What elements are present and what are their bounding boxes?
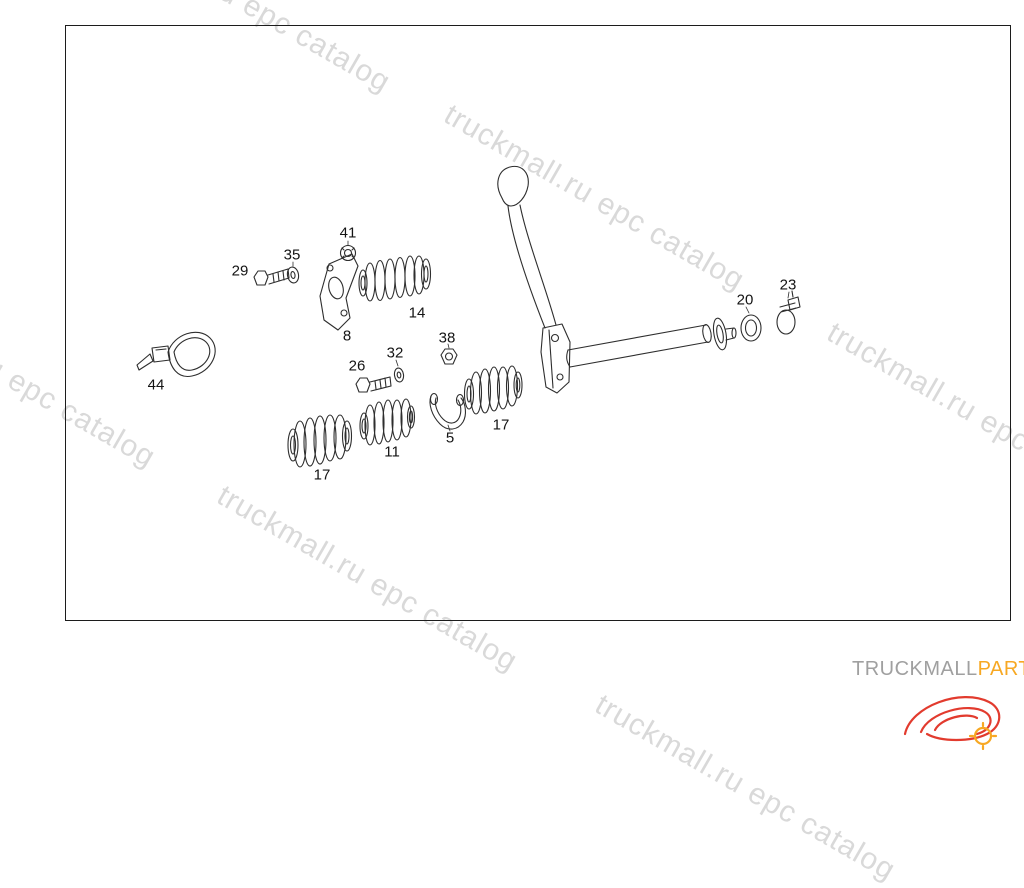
parts-drawing <box>136 165 801 468</box>
part-17-right-bellows <box>463 365 523 415</box>
logo-suffix-text: PARTS <box>977 658 1024 680</box>
part-label-5: 5 <box>445 429 455 447</box>
part-17-left-bellows <box>287 414 353 468</box>
part-23-clamp <box>776 290 801 335</box>
part-label-11: 11 <box>384 443 400 461</box>
leader-38 <box>447 343 450 349</box>
part-29-bolt <box>253 268 290 286</box>
part-5-bracket <box>429 392 466 430</box>
part-label-44: 44 <box>147 376 165 394</box>
part-label-29: 29 <box>231 262 249 280</box>
part-label-41: 41 <box>339 224 357 242</box>
part-label-38: 38 <box>438 329 456 347</box>
part-label-17-right: 17 <box>492 416 510 434</box>
leader-23 <box>787 291 790 299</box>
part-label-32: 32 <box>386 344 404 362</box>
part-label-14: 14 <box>408 304 426 322</box>
part-label-23: 23 <box>779 276 797 294</box>
logo-text: TRUCKMALLPARTS <box>852 658 1024 681</box>
part-8-gasket-plate <box>319 253 359 331</box>
logo-brand-text: TRUCKMALL <box>852 658 978 680</box>
part-label-26: 26 <box>348 357 366 375</box>
part-14-bellows <box>358 255 432 302</box>
part-label-8: 8 <box>342 327 352 345</box>
part-35-washer <box>286 266 300 284</box>
part-38-nut <box>440 348 458 365</box>
part-26-bolt <box>355 376 392 393</box>
part-11-bellows <box>359 398 416 446</box>
diagram-frame <box>65 25 1011 621</box>
site-logo: TRUCKMALLPARTS <box>852 658 1024 681</box>
part-label-35: 35 <box>283 246 301 264</box>
logo-swirl-icon <box>903 696 1001 750</box>
leader-32 <box>395 359 399 367</box>
part-label-17-left: 17 <box>313 466 331 484</box>
part-20-ring <box>740 314 762 342</box>
part-44-cable-tie <box>136 331 216 378</box>
shift-lever-assembly <box>497 165 737 394</box>
part-label-20: 20 <box>736 291 754 309</box>
leader-20 <box>745 306 750 314</box>
leader-5 <box>447 424 451 432</box>
part-32-washer <box>393 367 405 383</box>
